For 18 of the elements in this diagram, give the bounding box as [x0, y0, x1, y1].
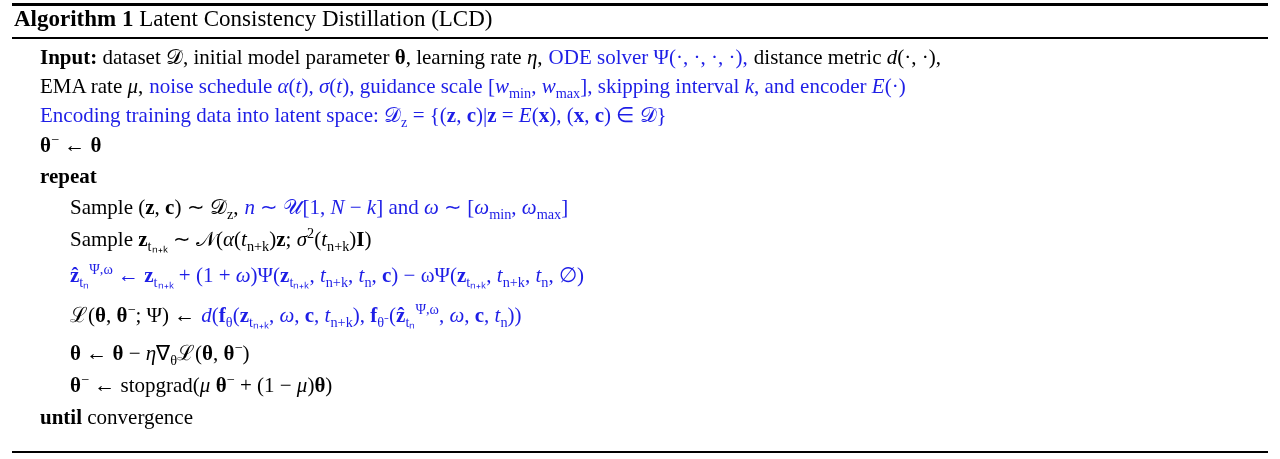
pseudocode-text: Encoding training data into latent space: 𝒟$_{z}$ = {(z, c)|z = E(x), (x, c) ∈ 𝒟} [40, 103, 667, 127]
algorithm-title: Algorithm 1 Latent Consistency Distillation (LCD) [14, 6, 493, 32]
pseudocode-text: until convergence [40, 405, 193, 429]
pseudocode-text: ẑ$_{tₙ}$$^{Ψ,ω}$ ← z$_{tₙ₊ₖ}$ + (1 + ω)Ψ(z$_{tₙ₊ₖ}$, t$_{n+k}$, t$_{n}$, c) − ωΨ(z$_{tₙ₊ₖ}$, t$_{n+k}$, t$_{n}$, ∅) [70, 263, 584, 287]
pseudocode-text: Input: dataset 𝒟, initial model parameter θ, learning rate η, [40, 45, 543, 69]
pseudocode-text: EMA rate μ, [40, 74, 144, 98]
pseudocode-text: n ∼ 𝒰[1, N − k] and ω ∼ [ω$_{min}$, ω$_{max}$] [244, 195, 569, 219]
pseudocode-text: Sample (z, c) ∼ 𝒟$_{z}$, [70, 195, 239, 219]
pseudocode-text: ℒ(θ, θ$^{−}$; Ψ) ← [70, 303, 196, 327]
pseudocode-text: θ$^{−}$ ← stopgrad(μ θ$^{−}$ + (1 − μ)θ) [70, 373, 333, 397]
pseudocode-text: repeat [40, 164, 97, 188]
pseudocode-text: distance metric d(·, ·), [753, 45, 941, 69]
pseudocode-text: θ ← θ − η∇$_{θ}$ℒ(θ, θ$^{−}$) [70, 341, 250, 365]
pseudocode-text: noise schedule α(t), σ(t), guidance scale [w$_{min}$, w$_{max}$], skipping interval k, and encoder E(·) [149, 74, 906, 98]
pseudocode-text: Sample z$_{tₙ₊ₖ}$ ∼ 𝒩(α(t$_{n+k}$)z; σ$^{2}$(t$_{n+k}$)I) [70, 227, 372, 251]
pseudocode-text: ODE solver Ψ(·, ·, ·, ·), [548, 45, 748, 69]
pseudocode-text: d(f$_{θ}$(z$_{tₙ₊ₖ}$, ω, c, t$_{n+k}$), f$_{θ⁻}$(ẑ$_{tₙ}$$^{Ψ,ω}$, ω, c, t$_{n}$)) [201, 303, 522, 327]
pseudocode-text: θ$^{−}$ ← θ [40, 133, 102, 157]
